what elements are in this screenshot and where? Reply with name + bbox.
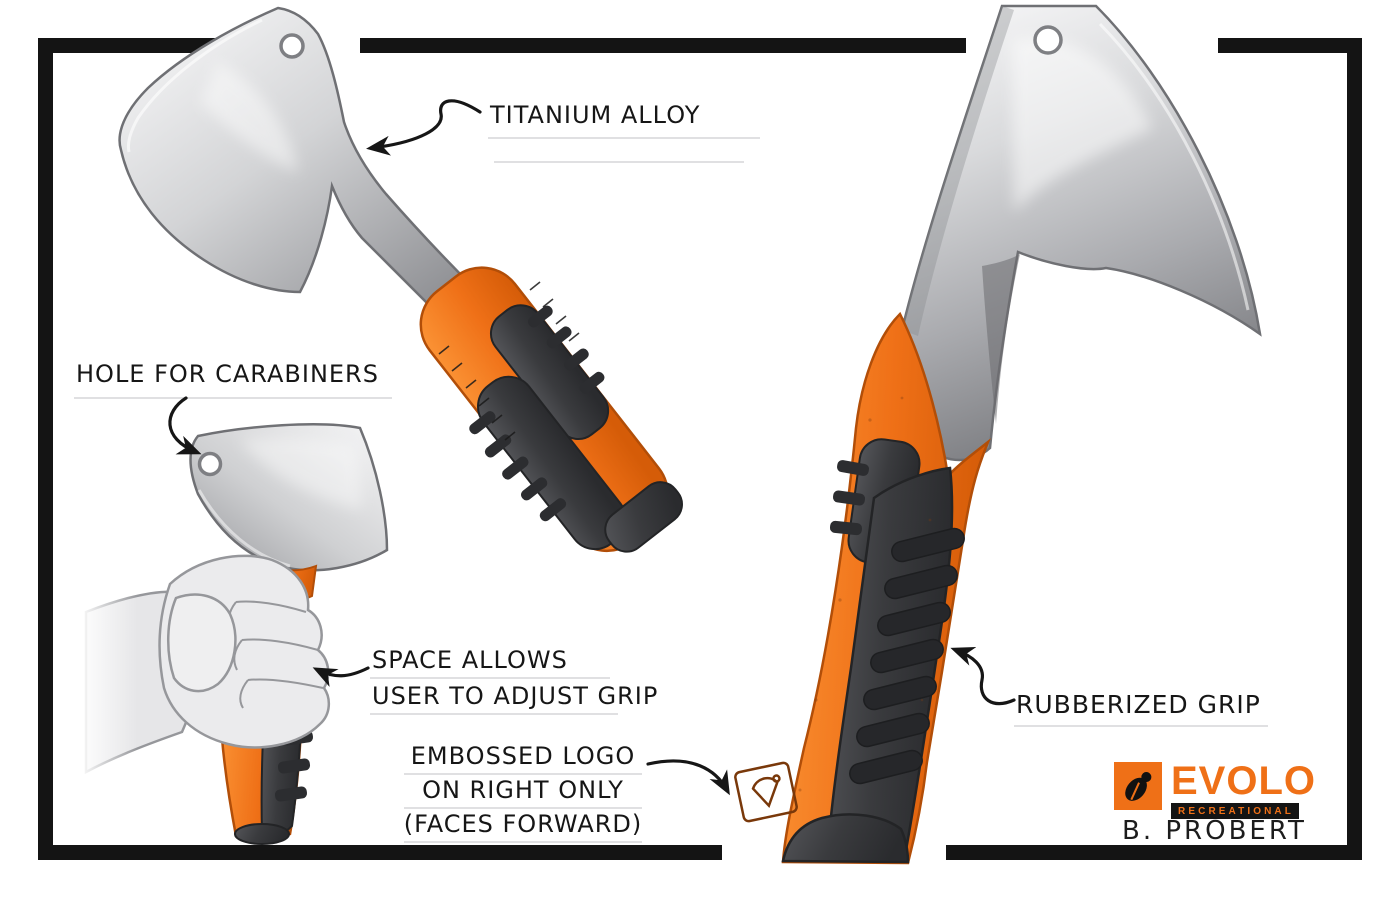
brand-name: EVOLO: [1171, 759, 1317, 803]
annotation-user-to-adjust-grip: USER TO ADJUST GRIP: [372, 682, 659, 710]
annotation-on-right-only: ON RIGHT ONLY: [422, 776, 624, 804]
frame-border-bottom-1: [38, 845, 722, 860]
arrow-rubberized-grip: [950, 646, 1016, 706]
hatchet-side-view: [734, 4, 1262, 865]
guide-line: [74, 397, 392, 399]
thumb: [167, 593, 237, 693]
arrow-hole-for-carabiners: [168, 396, 202, 455]
brand-subtitle: RECREATIONAL: [1171, 803, 1299, 819]
frame-border-top-1: [38, 38, 215, 53]
annotation-rubberized-grip: RUBBERIZED GRIP: [1016, 690, 1261, 719]
guide-line: [488, 137, 760, 139]
frame-border-bottom-2: [946, 845, 1362, 860]
spine-shade: [902, 6, 1014, 336]
guide-line: [1014, 725, 1268, 727]
arrow-embossed-logo: [646, 759, 730, 796]
frame-border-top-3: [1218, 38, 1362, 53]
blade-bevel-line: [1098, 22, 1250, 311]
blade-sheen: [240, 437, 362, 510]
guide-line: [370, 677, 610, 679]
blade-bevel-line: [126, 18, 263, 153]
annotation-space-allows: SPACE ALLOWS: [372, 646, 568, 674]
frame-border-right: [1347, 38, 1362, 860]
grip-ribs: [849, 527, 965, 785]
blade-sheen: [1012, 37, 1152, 212]
guide-line: [404, 773, 642, 775]
fly-logo-icon: [1114, 762, 1162, 810]
arrow-adjust-grip: [312, 666, 370, 687]
embossed-logo-mark: [734, 761, 798, 823]
sketch-ticks: [438, 281, 580, 441]
hatchet-grip-view: [78, 423, 389, 845]
guide-line: [494, 161, 744, 163]
pommel-cap: [604, 481, 683, 553]
carabiner-hole: [1033, 25, 1063, 55]
brand-block: EVOLO RECREATIONAL: [1114, 759, 1317, 819]
carabiner-hole: [197, 451, 223, 477]
annotation-faces-forward: (FACES FORWARD): [403, 810, 643, 838]
arrow-titanium-alloy: [366, 99, 482, 156]
hatchet-angled-view: [118, 6, 683, 553]
guide-line: [370, 713, 618, 715]
brand-text: EVOLO RECREATIONAL: [1171, 759, 1317, 819]
annotation-hole-for-carabiners: HOLE FOR CARABINERS: [76, 360, 379, 388]
annotation-arrows: [168, 99, 1016, 796]
arm-fade: [78, 585, 138, 785]
pommel-cap: [234, 823, 290, 845]
designer-signature: B. PROBERT: [1122, 816, 1307, 846]
grip-upper-patch: [489, 304, 610, 440]
blade-notch-crease: [982, 254, 1020, 424]
frame-border-left: [38, 38, 53, 860]
hatchet-handle: [419, 266, 683, 553]
annotation-titanium-alloy: TITANIUM ALLOY: [490, 101, 701, 129]
guide-line: [404, 807, 642, 809]
carabiner-hole: [279, 33, 305, 59]
annotation-embossed-logo: EMBOSSED LOGO: [410, 742, 636, 770]
guide-line: [404, 841, 642, 843]
blade-sheen: [200, 62, 298, 172]
texture-dots: [798, 396, 932, 792]
pommel-cap: [781, 813, 910, 864]
rubber-grip: [469, 375, 627, 551]
frame-border-top-2: [360, 38, 966, 53]
